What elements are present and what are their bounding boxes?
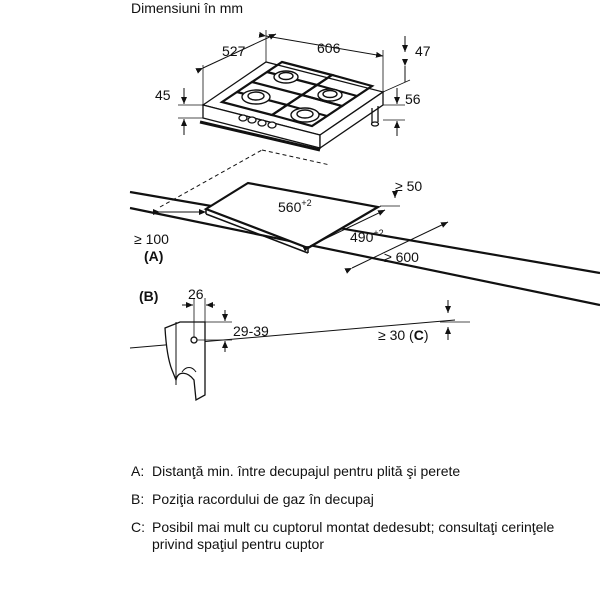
legend-text: Poziţia racordului de gaz în decupaj: [152, 491, 374, 507]
diagram-title: Dimensiuni în mm: [131, 0, 244, 16]
cooktop-drawing: [178, 30, 411, 150]
legend-text: Distanţă min. între decupajul pentru pli…: [152, 463, 461, 479]
cooktop-base-line: [199, 120, 321, 152]
gas-connector: [370, 106, 380, 127]
dim-26: 26: [188, 286, 204, 302]
label-a: (A): [144, 248, 163, 264]
label-b: (B): [139, 288, 158, 304]
dim-490: 490+2: [350, 228, 384, 245]
dim-min-100: ≥ 100: [134, 231, 169, 247]
dim-45: 45: [155, 87, 171, 103]
label-c: C: [414, 327, 424, 343]
legend-key: A:: [131, 463, 145, 479]
gas-connection-detail: [164, 298, 232, 402]
installation-diagram: 527 606 47 45 56 ≥ 50 560+2 490+2 ≥ 600 …: [129, 30, 600, 402]
dim-min-50: ≥ 50: [395, 178, 422, 194]
countertop-profile: [164, 321, 206, 402]
legend-item-c: C: Posibil mai mult cu cuptorul montat d…: [131, 519, 591, 553]
legend: A: Distanţă min. între decupajul pentru …: [131, 463, 591, 564]
countertop-drawing: [129, 149, 600, 349]
dim-56: 56: [405, 91, 421, 107]
dim-min-600: ≥ 600: [384, 249, 419, 265]
knob-2: [247, 116, 257, 124]
cooktop-dimension-lines: [181, 31, 408, 136]
wall-dashed-line: [159, 149, 263, 208]
dim-527: 527: [222, 43, 246, 59]
legend-item-b: B: Poziţia racordului de gaz în decupaj: [131, 491, 591, 508]
legend-item-a: A: Distanţă min. între decupajul pentru …: [131, 463, 591, 480]
dim-47: 47: [415, 43, 431, 59]
legend-key: B:: [131, 491, 145, 507]
legend-text: Posibil mai mult cu cuptorul montat dede…: [152, 519, 555, 552]
legend-key: C:: [131, 519, 145, 535]
dim-min-30: ≥ 30 (C): [378, 327, 429, 343]
dim-606: 606: [317, 40, 341, 56]
burners: [241, 70, 343, 123]
knob-4: [267, 121, 277, 129]
control-knobs: [238, 114, 277, 129]
knob-1: [238, 114, 248, 122]
dim-29-39: 29-39: [233, 323, 269, 339]
dim-560: 560+2: [278, 198, 312, 215]
knob-3: [257, 119, 267, 127]
dimension-labels: 527 606 47 45 56 ≥ 50 560+2 490+2 ≥ 600 …: [134, 40, 431, 343]
